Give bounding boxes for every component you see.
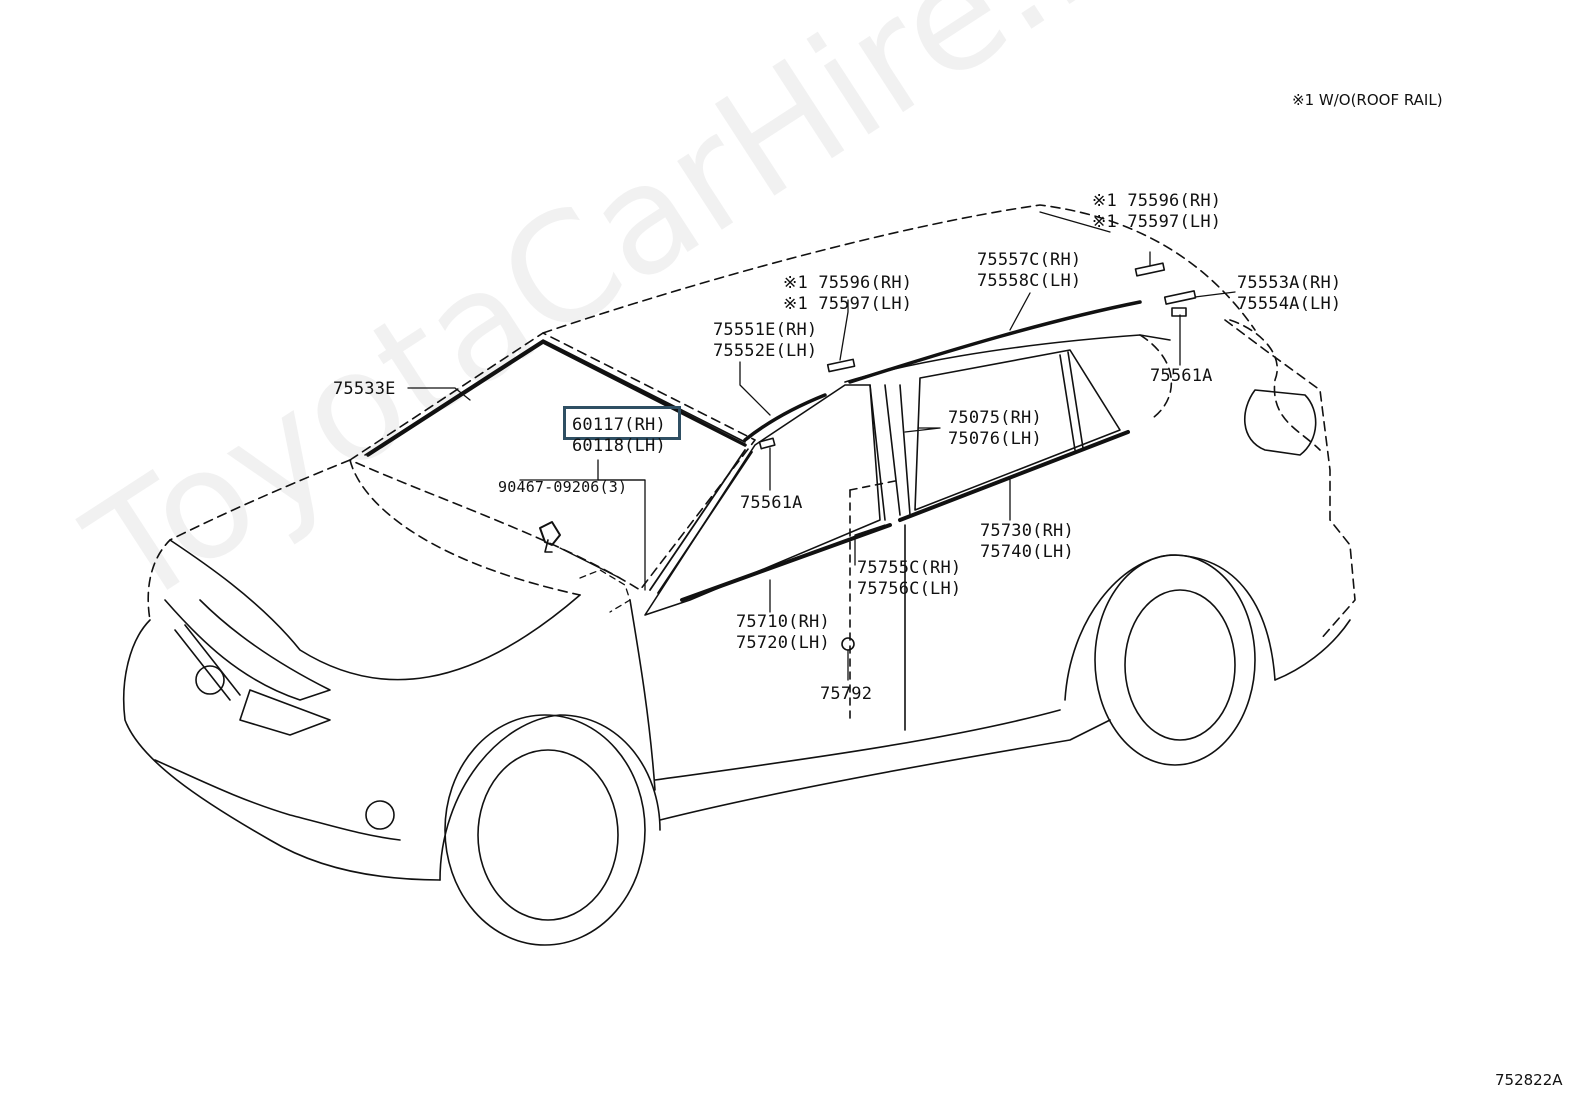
label-75075[interactable]: 75075(RH) 75076(LH) — [948, 408, 1042, 450]
label-75551e[interactable]: 75551E(RH) 75552E(LH) — [713, 320, 817, 362]
windshield-outline — [349, 332, 756, 591]
clip-75792 — [841, 637, 855, 651]
label-line: 75710(RH) — [736, 612, 830, 632]
selected-part-highlight — [563, 406, 681, 440]
rear-wheel — [1094, 554, 1256, 766]
label-75792[interactable]: 75792 — [820, 684, 872, 705]
label-line: 75755C(RH) — [857, 558, 962, 578]
rear-hatch-outline — [1224, 319, 1356, 641]
label-line: 90467-09206(3) — [498, 478, 628, 496]
figure-code: 752822A — [1495, 1071, 1563, 1089]
label-line: 75554A(LH) — [1237, 294, 1342, 314]
label-line: 75553A(RH) — [1237, 273, 1342, 293]
hood-outline — [147, 459, 351, 621]
label-line: 75561A — [740, 493, 803, 513]
label-75561a-rear[interactable]: 75561A — [1150, 366, 1213, 387]
leader-lines — [407, 211, 1236, 681]
label-line: 75740(LH) — [980, 542, 1074, 562]
label-line: ※1 75596(RH) — [783, 273, 913, 293]
roof-outline — [542, 204, 1256, 334]
label-line: 75558C(LH) — [977, 271, 1082, 291]
label-75553a[interactable]: 75553A(RH) 75554A(LH) — [1237, 273, 1341, 315]
label-line: ※1 75597(LH) — [1092, 212, 1222, 232]
label-75596-rear[interactable]: ※1 75596(RH) ※1 75597(LH) — [1092, 191, 1221, 233]
footnote-roof-rail: ※1 W/O(ROOF RAIL) — [1292, 91, 1443, 109]
label-line: 75551E(RH) — [713, 320, 818, 340]
molding-75557c — [848, 300, 1142, 384]
molding-75730 — [898, 430, 1130, 522]
label-line: 75076(LH) — [948, 429, 1042, 449]
front-wheel — [444, 714, 646, 946]
a-pillar-molding — [649, 449, 753, 594]
label-75561a-front[interactable]: 75561A — [740, 493, 803, 514]
clip-75561a-front — [758, 437, 776, 450]
front-bumper-outline — [122, 619, 441, 881]
clip-75561a-rear — [1171, 307, 1187, 317]
label-line: 75533E — [333, 379, 396, 399]
side-sill — [659, 719, 1111, 821]
fog-lamp — [365, 800, 395, 830]
label-line: 75075(RH) — [948, 408, 1042, 428]
label-75730[interactable]: 75730(RH) 75740(LH) — [980, 521, 1074, 563]
label-line: 60117(RH) — [572, 415, 666, 435]
front-wheel-arch — [439, 714, 661, 881]
label-75755c[interactable]: 75755C(RH) 75756C(LH) — [857, 558, 961, 600]
rear-door-window — [914, 349, 1121, 511]
label-line: 75730(RH) — [980, 521, 1074, 541]
headlamp — [195, 665, 225, 695]
label-75557c[interactable]: 75557C(RH) 75558C(LH) — [977, 250, 1081, 292]
label-line: ※1 75597(LH) — [783, 294, 913, 314]
label-75533e[interactable]: 75533E — [333, 379, 396, 400]
label-line: 75552E(LH) — [713, 341, 818, 361]
clip-75596-front — [826, 358, 856, 373]
label-line: 75561A — [1150, 366, 1213, 386]
label-90467[interactable]: 90467-09206(3) — [498, 477, 627, 498]
molding-75533e — [366, 340, 747, 457]
label-line: 75557C(RH) — [977, 250, 1082, 270]
label-line: 75720(LH) — [736, 633, 830, 653]
label-line: 75792 — [820, 684, 873, 704]
label-line: 75756C(LH) — [857, 579, 962, 599]
label-60117[interactable]: 60117(RH) 60118(LH) — [572, 415, 666, 457]
label-75596-front[interactable]: ※1 75596(RH) ※1 75597(LH) — [783, 273, 912, 315]
label-line: ※1 75596(RH) — [1092, 191, 1222, 211]
clip-75596-rear — [1134, 262, 1166, 277]
clip-75553a — [1163, 290, 1197, 305]
molding-75551e — [743, 393, 827, 442]
label-line: 60118(LH) — [572, 436, 666, 456]
label-75710[interactable]: 75710(RH) 75720(LH) — [736, 612, 830, 654]
fastener-90467 — [539, 521, 561, 546]
